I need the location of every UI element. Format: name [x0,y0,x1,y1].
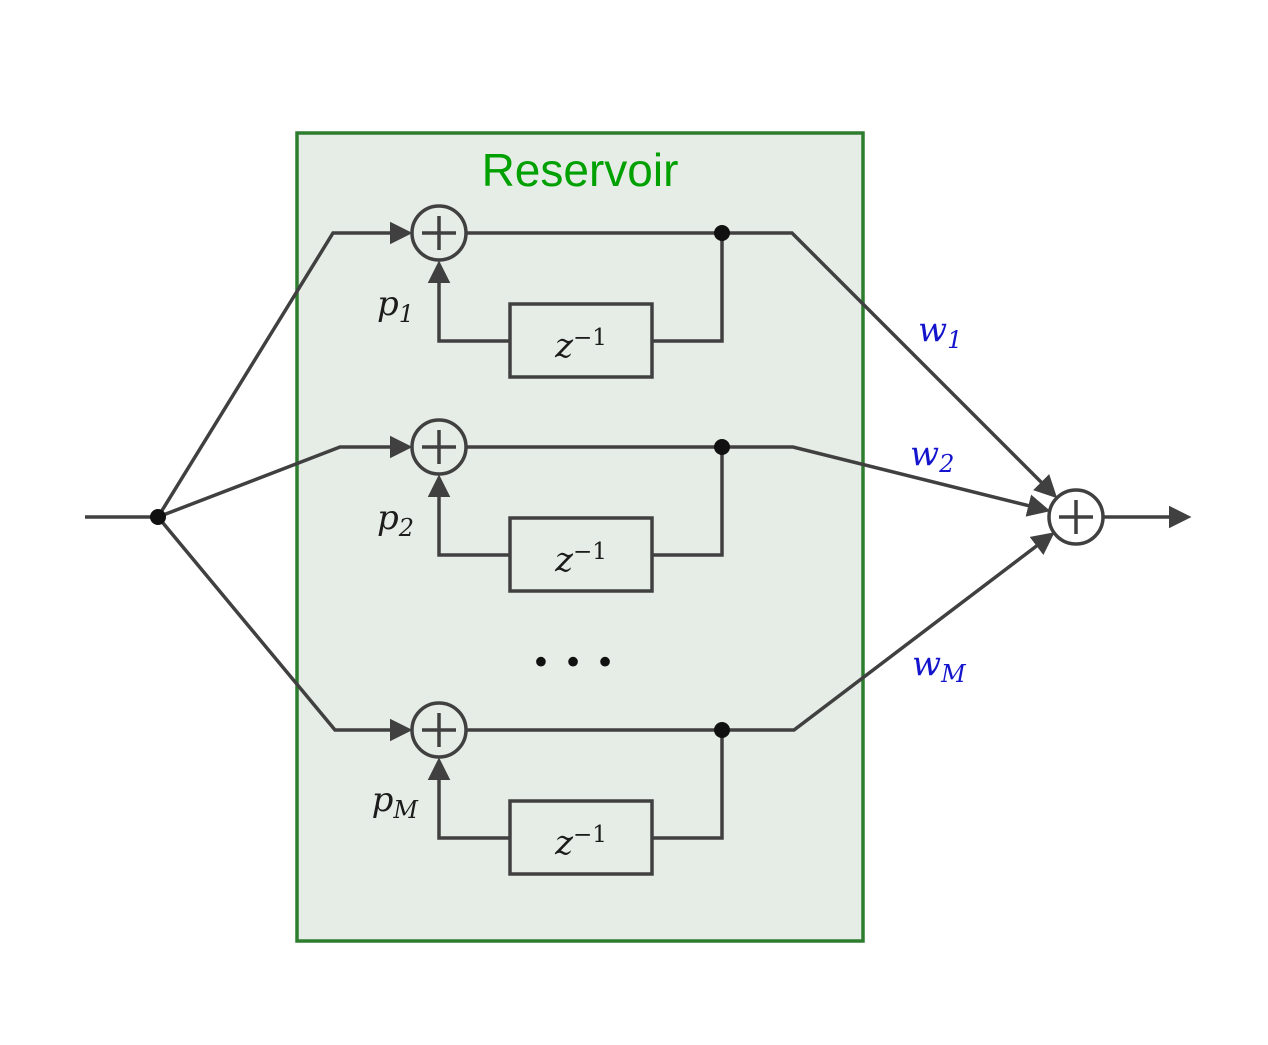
delay-label-2-sup: −1 [573,539,607,565]
reservoir-title: Reservoir [481,144,679,196]
weight-label-3: wM [912,647,966,686]
feedback-1-return-wire [652,233,724,343]
branch-2-output-wire [466,445,1051,517]
reservoir-box [295,131,865,943]
delay-label-3-base: z [555,822,573,863]
branch-1-junction-dot [714,225,730,241]
gain-label-3-sub: M [393,796,418,825]
gain-label-1-base: p [376,284,399,324]
feedback-2-return-wire [652,447,724,557]
junction-dots-group [150,225,730,738]
output-adder-plus-icon [1059,500,1093,534]
gain-label-2-base: p [376,498,399,538]
weight-label-2-sub: 2 [939,450,955,479]
feedback-3-to-adder-wire [427,757,510,840]
branch-1-input-wire [156,221,413,518]
adder-1-plus-icon [422,216,456,250]
branch-3-junction-dot [714,722,730,738]
weight-label-3-sub: M [941,660,966,689]
delay-label-2: z−1 [510,541,652,577]
delay-label-1-sup: −1 [573,325,607,351]
delay-label-1-base: z [555,325,573,366]
delay-label-3: z−1 [510,824,652,860]
gain-label-2-sub: 2 [398,514,414,543]
weight-label-3-base: w [912,644,942,684]
weight-label-1-base: w [918,310,948,350]
input-junction-dot [150,509,166,525]
gain-label-1-sub: 1 [398,300,414,329]
ellipsis-dots: ··· [531,632,629,693]
feedback-2-to-adder-wire [427,474,510,557]
gain-label-3-base: p [371,780,394,820]
gain-label-1: p1 [340,287,414,326]
delay-label-1: z−1 [510,327,652,363]
delay-label-2-base: z [555,539,573,580]
feedback-1-to-adder-wire [427,260,510,343]
branch-3-input-wire [156,515,413,742]
branch-2-junction-dot [714,439,730,455]
weight-label-1-sub: 1 [947,326,963,355]
branch-3-output-wire [466,532,1055,732]
weight-label-1: w1 [918,313,962,352]
adder-3-plus-icon [422,713,456,747]
wires-group [85,204,1192,876]
gain-label-2: p2 [340,501,414,540]
delay-label-3-sup: −1 [573,822,607,848]
gain-label-3: pM [340,783,418,822]
weight-label-2-base: w [910,434,940,474]
feedback-3-return-wire [652,730,724,840]
adder-2-plus-icon [422,430,456,464]
weight-label-2: w2 [910,437,954,476]
branch-1-output-wire [466,231,1058,499]
branch-2-input-wire [157,435,413,519]
